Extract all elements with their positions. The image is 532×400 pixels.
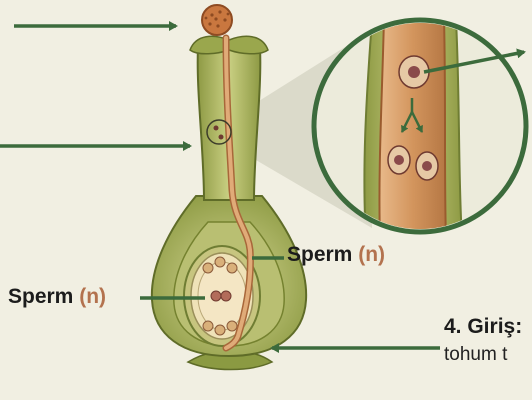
label-sperm-right: Sperm (n) (287, 243, 385, 267)
magnified-pollen-tube (379, 18, 446, 240)
step-subtitle: tohum t (444, 344, 507, 366)
step-title: 4. Giriş: (444, 315, 522, 339)
sperm-word: Sperm (287, 243, 352, 266)
ploidy-label: (n) (358, 243, 385, 266)
pollen-grain (202, 5, 232, 35)
sperm-word: Sperm (8, 285, 73, 308)
ploidy-label: (n) (79, 285, 106, 308)
label-sperm-left: Sperm (n) (8, 285, 106, 309)
